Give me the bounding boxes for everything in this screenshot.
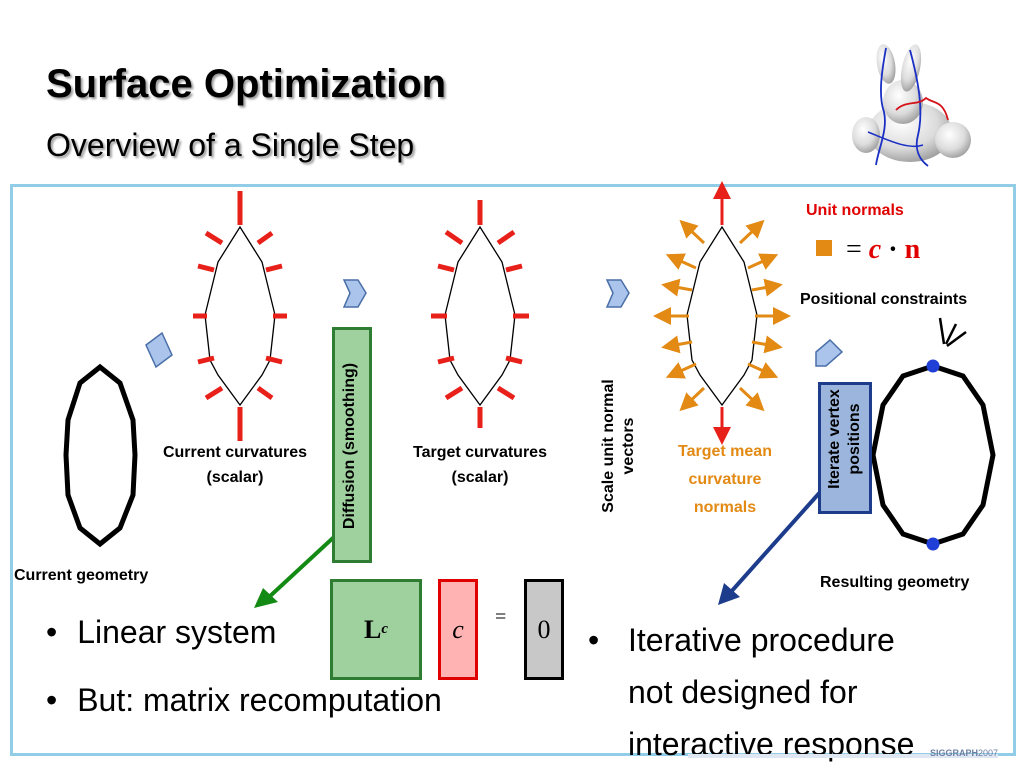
label-current-curvatures: Current curvatures (scalar) bbox=[162, 444, 308, 486]
siggraph-logo: SIGGRAPH2007 bbox=[930, 748, 999, 758]
bullet-matrix-recomputation: •But: matrix recomputation bbox=[46, 682, 442, 718]
diagram-frame bbox=[10, 184, 1016, 756]
label-current-geometry: Current geometry bbox=[14, 567, 149, 584]
bunny-model-image bbox=[852, 44, 971, 167]
target-curvatures-shape bbox=[431, 200, 529, 428]
formula-c-dot-n: = c · n bbox=[846, 234, 921, 265]
bullet-iterative-procedure: • Iterative procedure not designed for i… bbox=[588, 622, 915, 762]
diffusion-label: Diffusion (smoothing) bbox=[341, 362, 358, 530]
slide-title: Surface Optimization bbox=[46, 62, 447, 106]
green-arrow bbox=[254, 535, 336, 608]
resulting-geometry-shape bbox=[870, 359, 996, 551]
diffusion-box: Diffusion (smoothing) bbox=[332, 327, 372, 563]
label-unit-normals: Unit normals bbox=[806, 202, 904, 219]
label-target-mean-normals: Target mean curvature normals bbox=[678, 443, 772, 516]
bullet-linear-system: •Linear system bbox=[46, 614, 277, 650]
vector-c: c bbox=[438, 579, 478, 680]
label-positional-constraints: Positional constraints bbox=[800, 291, 968, 308]
label-resulting-geometry: Resulting geometry bbox=[820, 574, 970, 591]
current-curvatures-shape bbox=[193, 191, 287, 441]
pin-constraint-icon bbox=[938, 317, 967, 348]
mean-curvature-normals-shape bbox=[653, 181, 791, 445]
step-arrow-icon bbox=[145, 279, 844, 369]
current-geometry-shape bbox=[63, 363, 138, 548]
footer-bar bbox=[688, 754, 998, 758]
slide-subtitle: Overview of a Single Step bbox=[46, 127, 415, 163]
label-scale-normals: Scale unit normal vectors bbox=[600, 379, 637, 513]
orange-square-icon bbox=[816, 240, 832, 256]
system-equals: = bbox=[495, 606, 507, 628]
label-target-curvatures: Target curvatures (scalar) bbox=[413, 444, 547, 486]
blue-arrow bbox=[718, 488, 824, 605]
vector-zero: 0 bbox=[524, 579, 564, 680]
iterate-box: Iterate vertex positions bbox=[818, 382, 872, 514]
